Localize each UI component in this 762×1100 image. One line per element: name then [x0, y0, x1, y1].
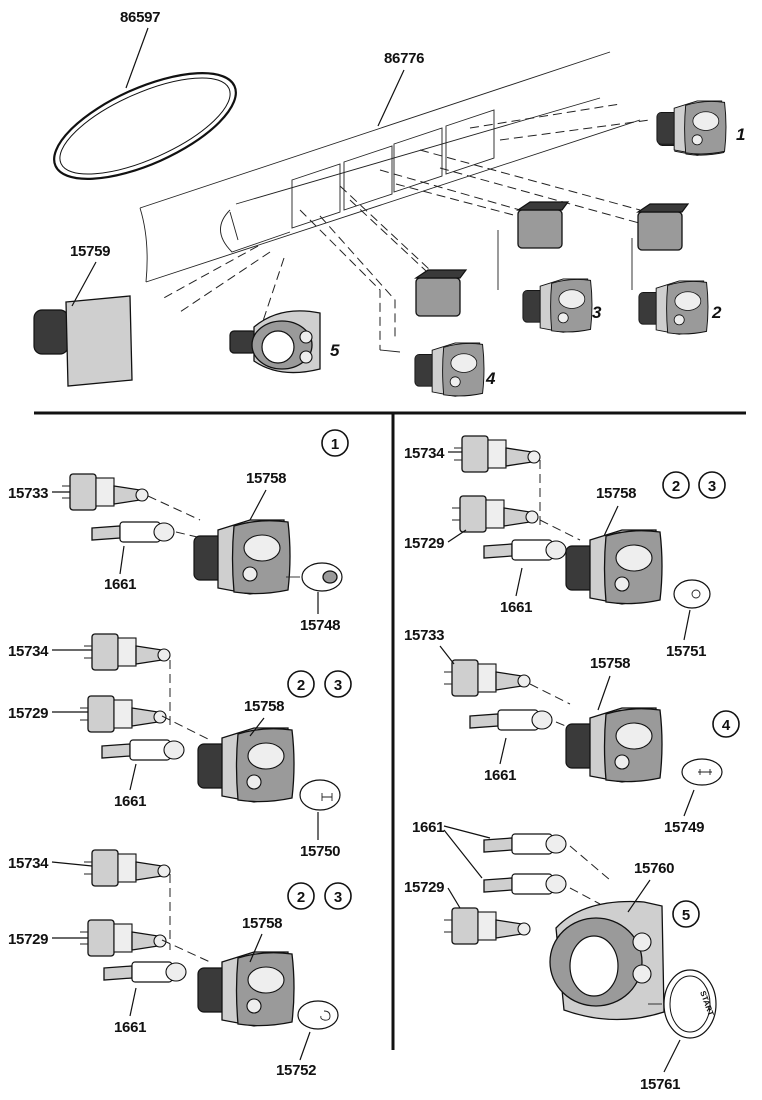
blank-switch-15759 — [33, 295, 133, 387]
circle-2b: 2 — [297, 889, 305, 906]
position-2: 2 — [711, 303, 722, 322]
detail-2-3c: 2 3 15734 15729 15758 1661 15751 — [404, 435, 726, 660]
circle-3b: 3 — [334, 889, 342, 906]
belt-86597 — [53, 72, 237, 180]
part-15760: 15760 — [634, 860, 674, 877]
part-15733-d: 15733 — [404, 627, 444, 644]
label-15759: 15759 — [70, 243, 110, 260]
part-1661-e: 1661 — [412, 819, 444, 836]
part-15729-b: 15729 — [8, 931, 48, 948]
circle-3c: 3 — [708, 478, 716, 495]
lens-15749 — [681, 758, 723, 786]
part-1661-a: 1661 — [114, 793, 146, 810]
circle-2c: 2 — [672, 478, 680, 495]
part-15729: 15729 — [8, 705, 48, 722]
part-15758-a: 15758 — [244, 698, 284, 715]
position-5: 5 — [330, 341, 340, 360]
part-15748: 15748 — [300, 617, 340, 634]
start-switch-overview — [229, 310, 321, 374]
circle-1: 1 — [331, 436, 339, 453]
circle-3: 3 — [334, 677, 342, 694]
part-1661-c: 1661 — [500, 599, 532, 616]
lens-15748 — [286, 562, 343, 592]
label-86776: 86776 — [384, 50, 424, 67]
part-15729-c: 15729 — [404, 535, 444, 552]
part-15729-e: 15729 — [404, 879, 444, 896]
part-15733: 15733 — [8, 485, 48, 502]
detail-5: 5 START 1661 15760 15729 15761 — [404, 819, 717, 1093]
detail-4: 4 15733 15758 1661 15749 — [404, 627, 740, 836]
part-15752: 15752 — [276, 1062, 316, 1079]
circle-2: 2 — [297, 677, 305, 694]
position-4: 4 — [485, 369, 496, 388]
part-15734-c: 15734 — [404, 445, 445, 462]
lens-15750 — [299, 779, 341, 811]
detail-2-3a: 2 3 15734 15729 15758 1661 15750 — [8, 633, 352, 860]
part-15749: 15749 — [664, 819, 704, 836]
position-3: 3 — [592, 303, 602, 322]
label-86597: 86597 — [120, 9, 160, 26]
part-15750: 15750 — [300, 843, 340, 860]
part-15758-b: 15758 — [242, 915, 282, 932]
part-1661-b: 1661 — [114, 1019, 146, 1036]
part-15734-b: 15734 — [8, 855, 49, 872]
overview-section: 86597 86776 15759 1 2 3 4 5 — [33, 9, 745, 397]
part-15734: 15734 — [8, 643, 49, 660]
circle-4: 4 — [722, 717, 731, 734]
part-15758: 15758 — [246, 470, 286, 487]
part-15758-c: 15758 — [596, 485, 636, 502]
lens-15751 — [673, 579, 711, 609]
detail-1: 1 15733 15758 1661 15748 — [8, 429, 349, 634]
start-switch-15760 — [549, 900, 665, 1021]
part-15751: 15751 — [666, 643, 706, 660]
part-1661: 1661 — [104, 576, 136, 593]
part-15758-d: 15758 — [590, 655, 630, 672]
panel-86776 — [139, 51, 641, 283]
part-15761: 15761 — [640, 1076, 680, 1093]
lens-15752 — [297, 1000, 339, 1030]
part-1661-d: 1661 — [484, 767, 516, 784]
position-1: 1 — [736, 125, 745, 144]
circle-5: 5 — [682, 907, 690, 924]
start-knob-15761: START — [648, 969, 717, 1039]
detail-2-3b: 2 3 15734 15729 15758 1661 15752 — [8, 849, 352, 1079]
